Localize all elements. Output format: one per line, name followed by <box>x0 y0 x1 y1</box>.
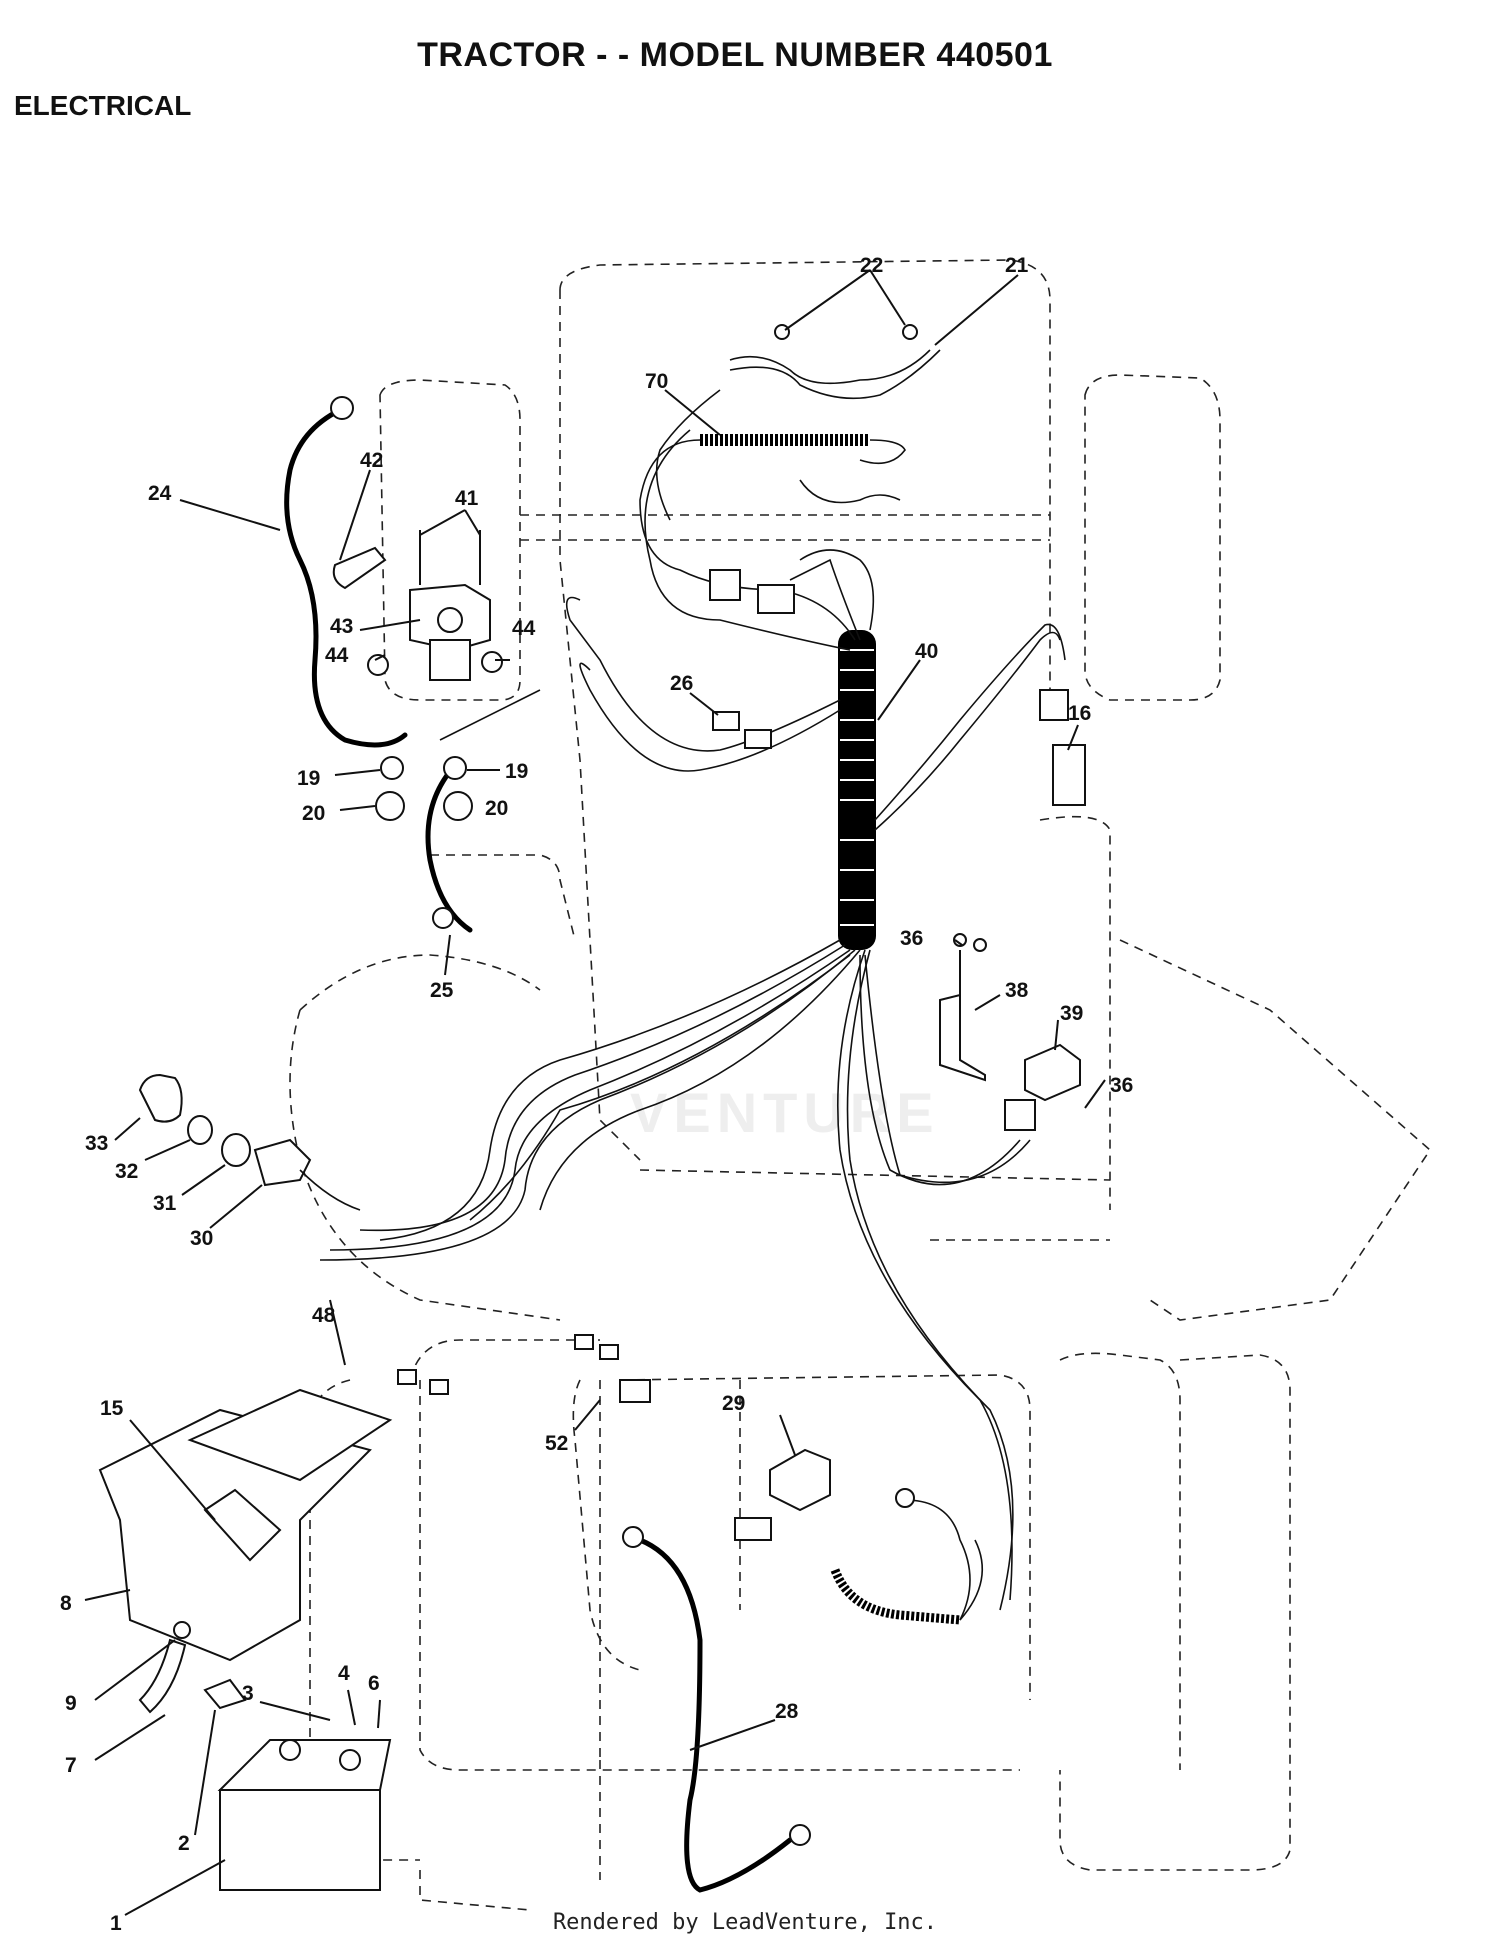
callout-48: 48 <box>312 1304 336 1327</box>
callout-1: 1 <box>110 1912 122 1935</box>
leader-lines <box>84 269 1106 1916</box>
nut-20-icon <box>375 791 405 821</box>
callout-26: 26 <box>670 672 693 695</box>
tractor-outline <box>289 259 1432 1911</box>
callout-32: 32 <box>115 1160 138 1183</box>
main-harness-40 <box>838 630 876 950</box>
bracket-38 <box>939 933 987 1082</box>
coil-cord <box>830 1568 961 1625</box>
callout-3: 3 <box>242 1682 254 1705</box>
callout-22: 22 <box>860 254 883 277</box>
ignition-key-parts <box>138 1073 361 1211</box>
switch-29 <box>769 1448 831 1512</box>
callout-29: 29 <box>722 1392 745 1415</box>
callout-30: 30 <box>190 1227 213 1250</box>
callout-33: 33 <box>85 1132 108 1155</box>
terminal-ring-icon <box>432 907 454 929</box>
callout-21: 21 <box>1005 254 1029 277</box>
callout-24: 24 <box>148 482 172 505</box>
battery-1 <box>138 1621 392 1891</box>
callout-40: 40 <box>915 640 938 663</box>
callout-16: 16 <box>1068 702 1091 725</box>
terminal-ring-icon <box>895 1488 915 1508</box>
ground-cable-28 <box>637 1537 793 1893</box>
connector-icons <box>397 324 1086 1403</box>
callout-6: 6 <box>368 1672 380 1695</box>
ground-cable-24 <box>284 407 408 748</box>
callout-9: 9 <box>65 1692 77 1715</box>
connector-icon <box>734 1517 772 1541</box>
callout-28: 28 <box>775 1700 799 1723</box>
render-credit: Rendered by LeadVenture, Inc. <box>552 1910 938 1935</box>
callout-36a: 36 <box>900 927 923 950</box>
battery-box-8 <box>98 1388 393 1662</box>
callout-labels: 1 2 3 4 6 7 8 9 15 16 19 19 20 20 21 22 … <box>60 254 1133 1935</box>
terminal-ring-icon <box>622 1526 644 1548</box>
switch-39 <box>1024 1043 1081 1102</box>
callout-43: 43 <box>330 615 353 638</box>
callout-42: 42 <box>360 449 383 472</box>
harness-wires <box>319 389 1066 1611</box>
washer-19-icon <box>443 756 467 780</box>
callout-31: 31 <box>153 1192 177 1215</box>
callout-44a: 44 <box>325 644 349 667</box>
callout-39: 39 <box>1060 1002 1083 1025</box>
watermark-text: VENTURE <box>630 1081 940 1144</box>
callout-20b: 20 <box>485 797 508 820</box>
callout-38: 38 <box>1005 979 1029 1002</box>
washer-19-icon <box>380 756 404 780</box>
callout-2: 2 <box>178 1832 190 1855</box>
battery-cable-25 <box>425 757 473 933</box>
callout-8: 8 <box>60 1592 72 1615</box>
callout-25: 25 <box>430 979 454 1002</box>
callout-44b: 44 <box>512 617 536 640</box>
callout-41: 41 <box>455 487 479 510</box>
terminal-ring-icon <box>789 1824 811 1846</box>
terminal-ring-icon <box>330 396 354 420</box>
callout-70: 70 <box>645 370 668 393</box>
callout-19a: 19 <box>297 767 320 790</box>
diagram-title: TRACTOR - - MODEL NUMBER 440501 <box>417 36 1053 74</box>
solenoid-43 <box>332 530 503 681</box>
nut-20-icon <box>443 791 473 821</box>
callout-4: 4 <box>338 1662 350 1685</box>
callout-19b: 19 <box>505 760 528 783</box>
callout-15: 15 <box>100 1397 124 1420</box>
section-heading: ELECTRICAL <box>14 90 192 121</box>
callout-52: 52 <box>545 1432 568 1455</box>
callout-20a: 20 <box>302 802 325 825</box>
callout-7: 7 <box>65 1754 77 1777</box>
callout-36b: 36 <box>1110 1074 1133 1097</box>
